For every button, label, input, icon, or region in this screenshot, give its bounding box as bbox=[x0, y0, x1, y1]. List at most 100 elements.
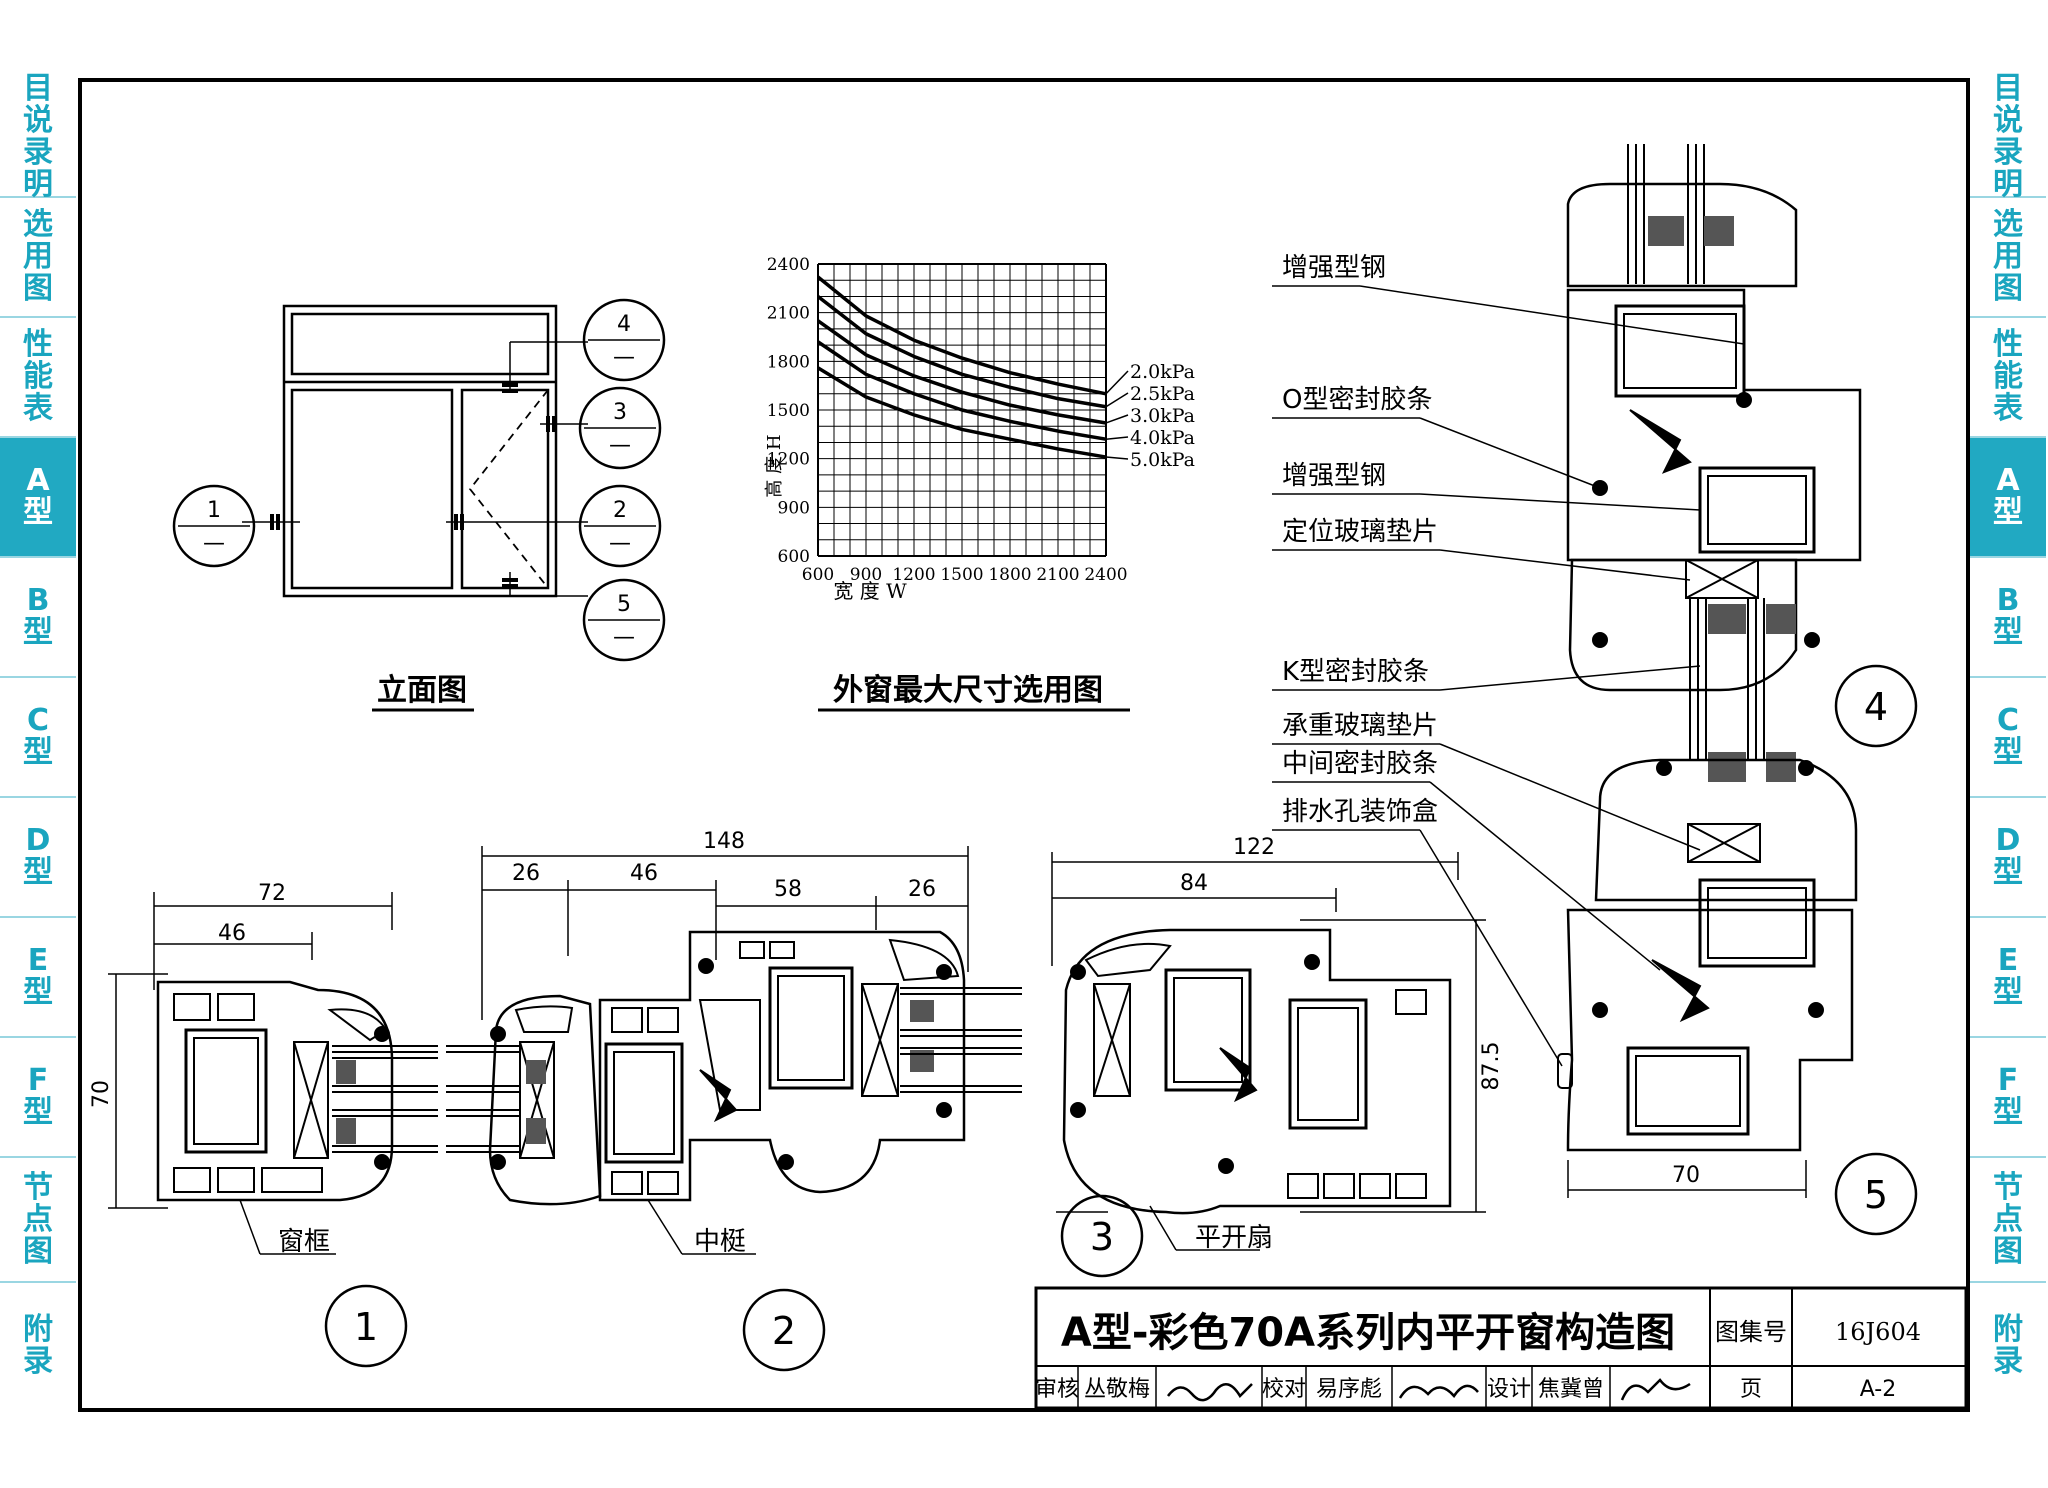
tab-label: E型 bbox=[1993, 943, 2023, 1010]
frame-label: 窗框 bbox=[278, 1227, 330, 1257]
opening-indicator bbox=[468, 389, 549, 589]
tab-type-d[interactable]: D型 bbox=[1970, 798, 2046, 918]
checker-signature bbox=[1398, 1384, 1479, 1399]
chart-legend-label: 2.0kPa bbox=[1130, 361, 1195, 383]
designer-signature bbox=[1620, 1378, 1691, 1401]
chart-ytick-label: 900 bbox=[778, 498, 810, 518]
atlas-label: 图集号 bbox=[1715, 1318, 1787, 1346]
reviewer-signature bbox=[1167, 1383, 1253, 1402]
chart-series-line bbox=[817, 340, 1107, 441]
side-nav-right: 目说录明 选用图 性能表 A型 B型 C型 D型 E型 F型 节点图 附录 bbox=[1970, 73, 2048, 1408]
sash-dim-height: 87.5 bbox=[1479, 1042, 1504, 1091]
tab-type-f[interactable]: F型 bbox=[0, 1038, 76, 1158]
vertical-callout-5: 5 bbox=[1864, 1173, 1888, 1217]
tab-label: 附录 bbox=[23, 1311, 53, 1379]
tab-contents[interactable]: 目说录明 bbox=[0, 73, 76, 201]
mullion-label: 中梃 bbox=[694, 1227, 746, 1257]
sash-callout-num: 3 bbox=[1090, 1215, 1114, 1259]
mullion-dim-a: 26 bbox=[512, 861, 540, 886]
reviewer-label: 审核 bbox=[1035, 1377, 1079, 1402]
chart-legend-leader bbox=[1105, 370, 1129, 395]
mullion-callout-num: 2 bbox=[772, 1309, 796, 1353]
label-o-seal-strip: O型密封胶条 bbox=[1282, 385, 1432, 415]
section-mullion bbox=[446, 846, 1022, 1372]
tab-label: B型 bbox=[1993, 583, 2023, 650]
casement-panel bbox=[460, 388, 550, 590]
elevation-title: 立面图 bbox=[377, 673, 467, 708]
tab-label: B型 bbox=[23, 583, 53, 650]
chart-ytick-label: 1500 bbox=[767, 401, 810, 421]
tab-nodes[interactable]: 节点图 bbox=[0, 1158, 76, 1283]
tab-type-a[interactable]: A型 bbox=[0, 438, 76, 558]
chart-legend-label: 5.0kPa bbox=[1130, 449, 1195, 471]
chart-ylabel: 高 度 H bbox=[764, 434, 785, 497]
chart-series-line bbox=[816, 319, 1107, 425]
label-positioning-glass-pad: 定位玻璃垫片 bbox=[1282, 517, 1438, 547]
label-drain-hole-cover: 排水孔装饰盒 bbox=[1282, 797, 1438, 827]
tab-label: F型 bbox=[1993, 1063, 2023, 1130]
mullion-dim-total: 148 bbox=[703, 829, 745, 854]
tab-type-b[interactable]: B型 bbox=[0, 558, 76, 678]
chart-xtick-label: 1200 bbox=[892, 565, 935, 585]
tab-label: C型 bbox=[23, 703, 53, 770]
tab-appendix[interactable]: 附录 bbox=[0, 1283, 76, 1408]
checker-label: 校对 bbox=[1262, 1377, 1306, 1402]
frame-dim-inner: 46 bbox=[218, 921, 246, 946]
reviewer-name: 丛敬梅 bbox=[1084, 1377, 1150, 1402]
tab-performance[interactable]: 性能表 bbox=[1970, 318, 2046, 438]
tab-appendix[interactable]: 附录 bbox=[1970, 1283, 2046, 1408]
chart-ytick-label: 1200 bbox=[767, 450, 810, 470]
callout-5-number: 5 bbox=[617, 592, 631, 617]
vertical-callout-4: 4 bbox=[1864, 685, 1888, 729]
page-label: 页 bbox=[1740, 1377, 1762, 1402]
tab-type-e[interactable]: E型 bbox=[1970, 918, 2046, 1038]
chart-series-line bbox=[816, 275, 1107, 396]
tab-type-c[interactable]: C型 bbox=[1970, 678, 2046, 798]
callout-1-sub: — bbox=[203, 531, 225, 556]
callout-4-number: 4 bbox=[617, 312, 631, 337]
tab-label: 性能表 bbox=[23, 327, 53, 426]
chart-ytick-label: 600 bbox=[778, 547, 810, 567]
tab-label: 选用图 bbox=[23, 207, 53, 306]
elevation-drawing bbox=[172, 298, 666, 662]
tab-type-e[interactable]: E型 bbox=[0, 918, 76, 1038]
callout-4-sub: — bbox=[613, 345, 635, 370]
tab-type-a[interactable]: A型 bbox=[1970, 438, 2046, 558]
tab-selection[interactable]: 选用图 bbox=[0, 198, 76, 318]
tab-label: 节点图 bbox=[23, 1169, 53, 1269]
tab-type-d[interactable]: D型 bbox=[0, 798, 76, 918]
chart-legend-leader bbox=[1105, 436, 1129, 440]
label-reinforcing-steel-1: 增强型钢 bbox=[1282, 253, 1386, 283]
tab-label: A型 bbox=[1993, 463, 2023, 530]
tab-selection[interactable]: 选用图 bbox=[1970, 198, 2046, 318]
chart-series-line bbox=[816, 295, 1107, 409]
tab-label: 性能表 bbox=[1993, 327, 2023, 426]
window-outer-frame bbox=[282, 304, 558, 598]
chart-xtick-label: 2400 bbox=[1084, 565, 1127, 585]
tab-nodes[interactable]: 节点图 bbox=[1970, 1158, 2046, 1283]
checker-name: 易序彪 bbox=[1316, 1377, 1382, 1402]
chart-legend-leader bbox=[1105, 456, 1129, 460]
tab-label: A型 bbox=[23, 463, 53, 530]
tab-label: 附录 bbox=[1993, 1311, 2023, 1379]
chart-legend-leader bbox=[1105, 392, 1129, 408]
tab-label: D型 bbox=[1993, 823, 2023, 890]
tab-type-b[interactable]: B型 bbox=[1970, 558, 2046, 678]
tab-contents[interactable]: 目说录明 bbox=[1970, 73, 2046, 201]
transom-panel bbox=[290, 312, 550, 376]
designer-label: 设计 bbox=[1487, 1377, 1531, 1402]
sash-dim-inner: 84 bbox=[1180, 871, 1208, 896]
label-middle-seal-strip: 中间密封胶条 bbox=[1282, 749, 1438, 779]
label-load-glass-pad: 承重玻璃垫片 bbox=[1282, 711, 1438, 741]
tab-label: 目说录明 bbox=[1993, 71, 2023, 202]
callout-5-sub: — bbox=[613, 625, 635, 650]
callout-2-sub: — bbox=[609, 531, 631, 556]
tab-label: D型 bbox=[23, 823, 53, 890]
tab-type-f[interactable]: F型 bbox=[1970, 1038, 2046, 1158]
tab-performance[interactable]: 性能表 bbox=[0, 318, 76, 438]
fixed-panel bbox=[290, 388, 454, 590]
vertical-dim-width: 70 bbox=[1672, 1163, 1700, 1188]
tab-type-c[interactable]: C型 bbox=[0, 678, 76, 798]
section-vertical bbox=[1272, 144, 1918, 1236]
